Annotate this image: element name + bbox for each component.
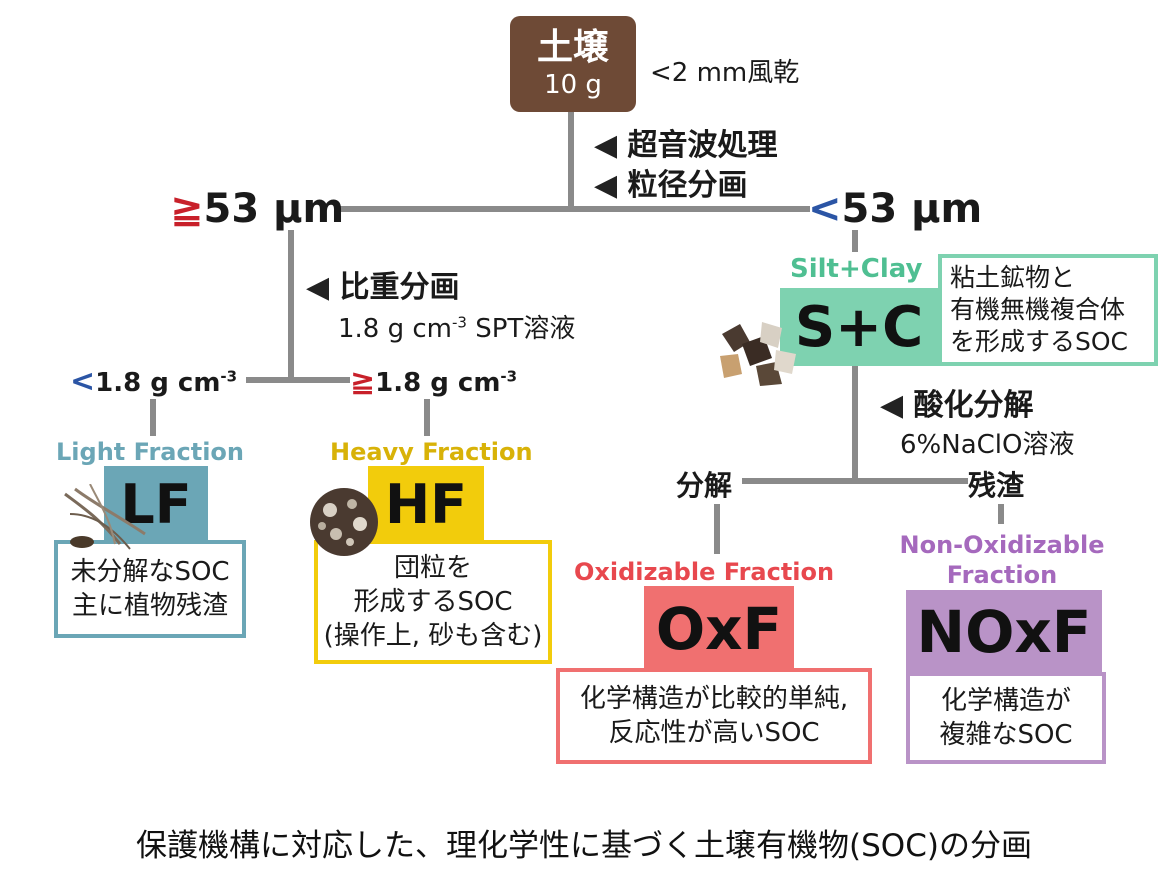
step-density-fractionation: ◀ 比重分画 (306, 262, 460, 306)
step-size-fractionation: ◀ 粒径分画 (594, 160, 748, 204)
oxf-english-label: Oxidizable Fraction (574, 558, 835, 586)
density-solution: 1.8 g cm-3 SPT溶液 (338, 308, 575, 345)
connector-coarse-down (288, 230, 294, 382)
soil-amount: 10 g (544, 70, 602, 100)
noxf-description: 化学構造が 複雑なSOC (906, 672, 1106, 764)
oxf-box: OxF (644, 586, 794, 672)
sc-desc-line3: を形成するSOC (950, 327, 1129, 356)
lt-symbol: < (70, 364, 96, 399)
heavy-threshold-label: 1.8 g cm (375, 368, 501, 398)
hf-box: HF (368, 466, 484, 542)
sc-abbr: S+C (794, 294, 924, 360)
hf-desc-line3: (操作上, 砂も含む) (323, 621, 543, 651)
lf-description: 未分解なSOC 主に植物残渣 (54, 540, 246, 638)
residue-label: 残渣 (968, 464, 1025, 504)
fine-threshold: <53 µm (808, 186, 982, 232)
connector-size-split (338, 206, 810, 212)
noxf-english-line2: Fraction (946, 561, 1058, 589)
hf-desc-line1: 団粒を (393, 553, 472, 583)
sc-desc-line2: 有機無機複合体 (950, 295, 1126, 324)
connector-lf-down (150, 396, 156, 436)
mineral-complex-icon (720, 322, 796, 386)
soil-box: 土壌 10 g (510, 16, 636, 112)
triangle-left-icon: ◀ (594, 128, 618, 163)
sc-english-label: Silt+Clay (790, 254, 923, 284)
lf-english-label: Light Fraction (56, 438, 245, 466)
oxidation-solution: 6%NaClO溶液 (900, 430, 1075, 460)
noxf-desc-line1: 化学構造が (940, 686, 1071, 716)
lt-symbol: < (808, 186, 842, 232)
connector-noxf-down (998, 498, 1004, 524)
density-solution-value: 1.8 g cm (338, 314, 453, 344)
geq-symbol: ≧ (170, 186, 204, 232)
step-density-label: 比重分画 (339, 270, 460, 305)
connector-density-split (246, 377, 350, 383)
oxf-desc-line1: 化学構造が比較的単純, (579, 684, 849, 714)
connector-hf-down (424, 396, 430, 436)
coarse-threshold: ≧53 µm (170, 186, 344, 232)
hf-desc-line2: 形成するSOC (353, 587, 513, 617)
oxf-description: 化学構造が比較的単純, 反応性が高いSOC (556, 668, 872, 764)
fine-threshold-label: 53 µm (841, 186, 983, 232)
step-oxidation: ◀ 酸化分解 (880, 380, 1034, 424)
hf-description: 団粒を 形成するSOC (操作上, 砂も含む) (314, 540, 552, 664)
triangle-left-icon: ◀ (594, 168, 618, 203)
noxf-english-label: Non-Oxidizable Fraction (886, 530, 1118, 590)
connector-sc-down (852, 366, 858, 484)
plant-residue-icon (64, 484, 146, 550)
hf-english-label: Heavy Fraction (330, 438, 533, 466)
sc-description: 粘土鉱物と 有機無機複合体 を形成するSOC (938, 254, 1158, 366)
soil-label: 土壌 (536, 27, 609, 68)
sc-box: S+C (780, 288, 938, 366)
hf-abbr: HF (384, 472, 468, 536)
aggregate-icon (310, 488, 378, 556)
coarse-threshold-label: 53 µm (203, 186, 345, 232)
connector-oxidation-split (742, 478, 968, 484)
step-oxidation-label: 酸化分解 (913, 388, 1034, 423)
triangle-left-icon: ◀ (880, 388, 904, 423)
geq-symbol: ≧ (350, 364, 376, 399)
noxf-desc-line2: 複雑なSOC (939, 720, 1073, 750)
lf-desc-line2: 主に植物残渣 (71, 591, 228, 621)
connector-fine-down (852, 230, 858, 252)
heavy-threshold-exponent: -3 (500, 367, 518, 386)
connector-soil-down (568, 112, 574, 212)
step-size-fractionation-label: 粒径分画 (627, 168, 748, 203)
density-solution-exponent: -3 (452, 313, 467, 332)
light-threshold-label: 1.8 g cm (95, 368, 221, 398)
noxf-english-line1: Non-Oxidizable (899, 531, 1105, 559)
sc-desc-line1: 粘土鉱物と (950, 263, 1076, 292)
connector-oxf-down (714, 504, 720, 554)
noxf-abbr: NOxF (916, 598, 1092, 666)
lf-desc-line1: 未分解なSOC (70, 557, 230, 587)
light-threshold: <1.8 g cm-3 (70, 364, 242, 399)
decomposition-label: 分解 (676, 464, 733, 504)
soil-note: <2 mm風乾 (650, 58, 800, 88)
step-ultrasonic-label: 超音波処理 (627, 128, 778, 163)
heavy-threshold: ≧1.8 g cm-3 (350, 364, 518, 399)
light-threshold-exponent: -3 (220, 367, 238, 386)
density-solution-suffix: SPT溶液 (466, 314, 576, 344)
oxf-desc-line2: 反応性が高いSOC (608, 718, 820, 748)
step-ultrasonic: ◀ 超音波処理 (594, 120, 778, 164)
oxf-abbr: OxF (655, 595, 783, 663)
triangle-left-icon: ◀ (306, 270, 330, 305)
figure-caption: 保護機構に対応した、理化学性に基づく土壌有機物(SOC)の分画 (136, 828, 1032, 864)
lf-box: LF (104, 466, 208, 542)
noxf-box: NOxF (906, 590, 1102, 674)
